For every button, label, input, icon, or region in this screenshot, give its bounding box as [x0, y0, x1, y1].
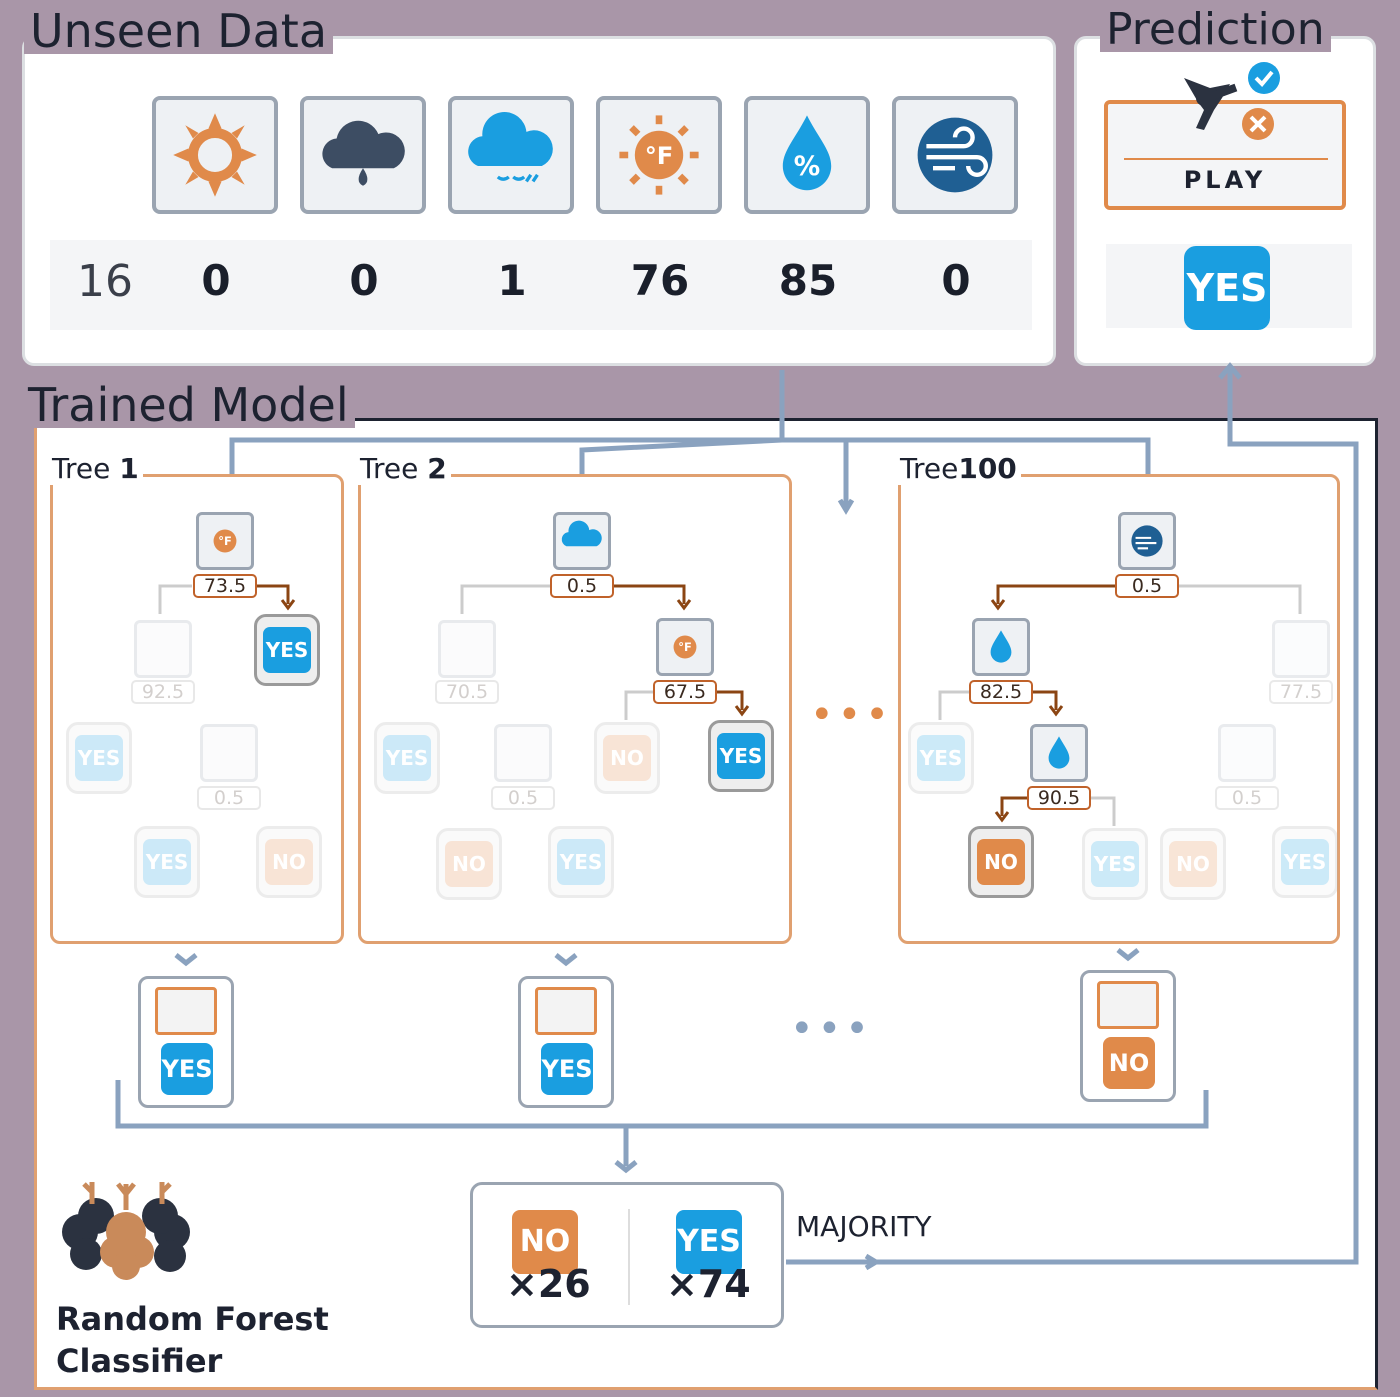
trees-ellipsis: •••: [810, 692, 893, 738]
tally-yes-count: ×74: [666, 1262, 751, 1306]
tree-2-temperature-icon: [438, 620, 496, 678]
tree-100-humidity-icon: [972, 618, 1030, 676]
tree-1-sun-icon: [200, 724, 258, 782]
tally-no-count: ×26: [506, 1262, 591, 1306]
sun-icon: [152, 96, 278, 214]
value-sunny: 0: [201, 256, 231, 305]
tree-100-sub-path-arrow: [994, 796, 1116, 826]
tree-100-left-leaf: YES: [908, 722, 974, 794]
tree-2-sub-leaf-right: YES: [548, 826, 614, 898]
tree-100-right-overcast-icon: [1218, 724, 1276, 782]
tree-2-mid-threshold: 67.5: [653, 680, 717, 704]
golfer-mini-icon: [535, 987, 597, 1035]
tree-100-sub-threshold: 90.5: [1027, 786, 1091, 810]
majority-label: MAJORITY: [796, 1210, 932, 1243]
svg-text:°F: °F: [678, 640, 692, 654]
tree-100-right-leaf-no: NO: [1160, 828, 1226, 900]
tree-100-vote: NO: [1080, 970, 1176, 1102]
classifier-label-line1: Random Forest: [56, 1300, 329, 1338]
prediction-result-badge: YES: [1184, 246, 1270, 330]
value-temperature: 76: [630, 256, 690, 305]
tree-2-wind-icon: [494, 724, 552, 782]
tree-100-right-threshold: 77.5: [1269, 680, 1333, 704]
golfer-mini-icon: [155, 987, 217, 1035]
tree-2-mid-leaf-yes: YES: [708, 720, 774, 792]
overcast-cloud-icon: [448, 96, 574, 214]
trained-model-title: Trained Model: [22, 382, 355, 428]
temperature-icon: °F: [596, 96, 722, 214]
tree-1-leaf-yes: YES: [254, 614, 320, 686]
tree-2-left-threshold: 70.5: [435, 680, 499, 704]
tree-1-sub-leaf-left: YES: [134, 826, 200, 898]
tree-2-sub-leaf-left: NO: [436, 828, 502, 900]
tree-1-sub-threshold: 0.5: [197, 786, 261, 810]
tally-yes-badge: YES: [676, 1210, 742, 1274]
tree-100-label: Tree100: [896, 452, 1021, 485]
rain-cloud-icon: [300, 96, 426, 214]
play-card: PLAY: [1104, 100, 1346, 210]
tree-2-label: Tree 2: [356, 452, 451, 485]
svg-text:°F: °F: [645, 142, 674, 170]
tree-100-right-sub-threshold: 0.5: [1215, 786, 1279, 810]
svg-text:°F: °F: [218, 534, 232, 548]
vote-badge: YES: [161, 1043, 213, 1095]
tree-1-sub-leaf-right: NO: [256, 826, 322, 898]
forest-icon: [56, 1176, 200, 1288]
tree-1-root-temperature-icon: °F: [196, 512, 254, 570]
tree-1-root-threshold: 73.5: [193, 574, 257, 598]
row-id: 16: [77, 256, 133, 307]
tree-2-left-leaf: YES: [374, 722, 440, 794]
wind-icon: [892, 96, 1018, 214]
tree-2-mid-temperature-icon: °F: [656, 618, 714, 676]
tree-100-path-arrow: [990, 584, 1302, 614]
tree-100-left-threshold: 82.5: [969, 680, 1033, 704]
classifier-label-line2: Classifier: [56, 1342, 223, 1380]
tree-2-sub-threshold: 0.5: [491, 786, 555, 810]
tree-1-label: Tree 1: [48, 452, 143, 485]
tree-2-root-overcast-icon: [553, 512, 611, 570]
votes-ellipsis: •••: [790, 1006, 873, 1052]
tree-1-humidity-icon: [134, 620, 192, 678]
value-wind: 0: [941, 256, 971, 305]
tree-100-root-wind-icon: [1118, 512, 1176, 570]
tree-1-vote: YES: [138, 976, 234, 1108]
tree-100-root-threshold: 0.5: [1115, 574, 1179, 598]
values-row: [50, 240, 1032, 330]
tree-2-root-threshold: 0.5: [550, 574, 614, 598]
unseen-data-title: Unseen Data: [24, 8, 334, 54]
value-overcast: 1: [497, 256, 527, 305]
tally-no-badge: NO: [512, 1210, 578, 1274]
golfer-icon: [1170, 58, 1290, 148]
tree-100-sub-leaf-yes: YES: [1082, 828, 1148, 900]
tree-100-sub-leaf-no: NO: [968, 826, 1034, 898]
vote-badge: YES: [541, 1043, 593, 1095]
humidity-icon: %: [744, 96, 870, 214]
tree-100-sub-humidity-icon: [1030, 724, 1088, 782]
tree-2-vote: YES: [518, 976, 614, 1108]
tree-1-left-leaf: YES: [66, 722, 132, 794]
tree-100-right-leaf-yes: YES: [1272, 826, 1338, 898]
vote-badge: NO: [1103, 1037, 1155, 1089]
play-label: PLAY: [1183, 166, 1267, 194]
tree-2-mid-path-arrow: [624, 690, 750, 720]
tree-1-left-threshold: 92.5: [131, 680, 195, 704]
prediction-title: Prediction: [1100, 8, 1331, 52]
classifier-label: Random Forest Classifier: [56, 1298, 329, 1382]
tree-100-right-temperature-icon: [1272, 620, 1330, 678]
tree-2-path-arrow: [460, 584, 692, 614]
value-rainy: 0: [349, 256, 379, 305]
tree-2-mid-leaf-no: NO: [594, 722, 660, 794]
tree-100-left-path-arrow: [938, 690, 1064, 720]
tree-1-path-arrow: [158, 584, 296, 614]
svg-text:%: %: [794, 151, 820, 182]
value-humidity: 85: [778, 256, 838, 305]
golfer-mini-icon: [1097, 981, 1159, 1029]
